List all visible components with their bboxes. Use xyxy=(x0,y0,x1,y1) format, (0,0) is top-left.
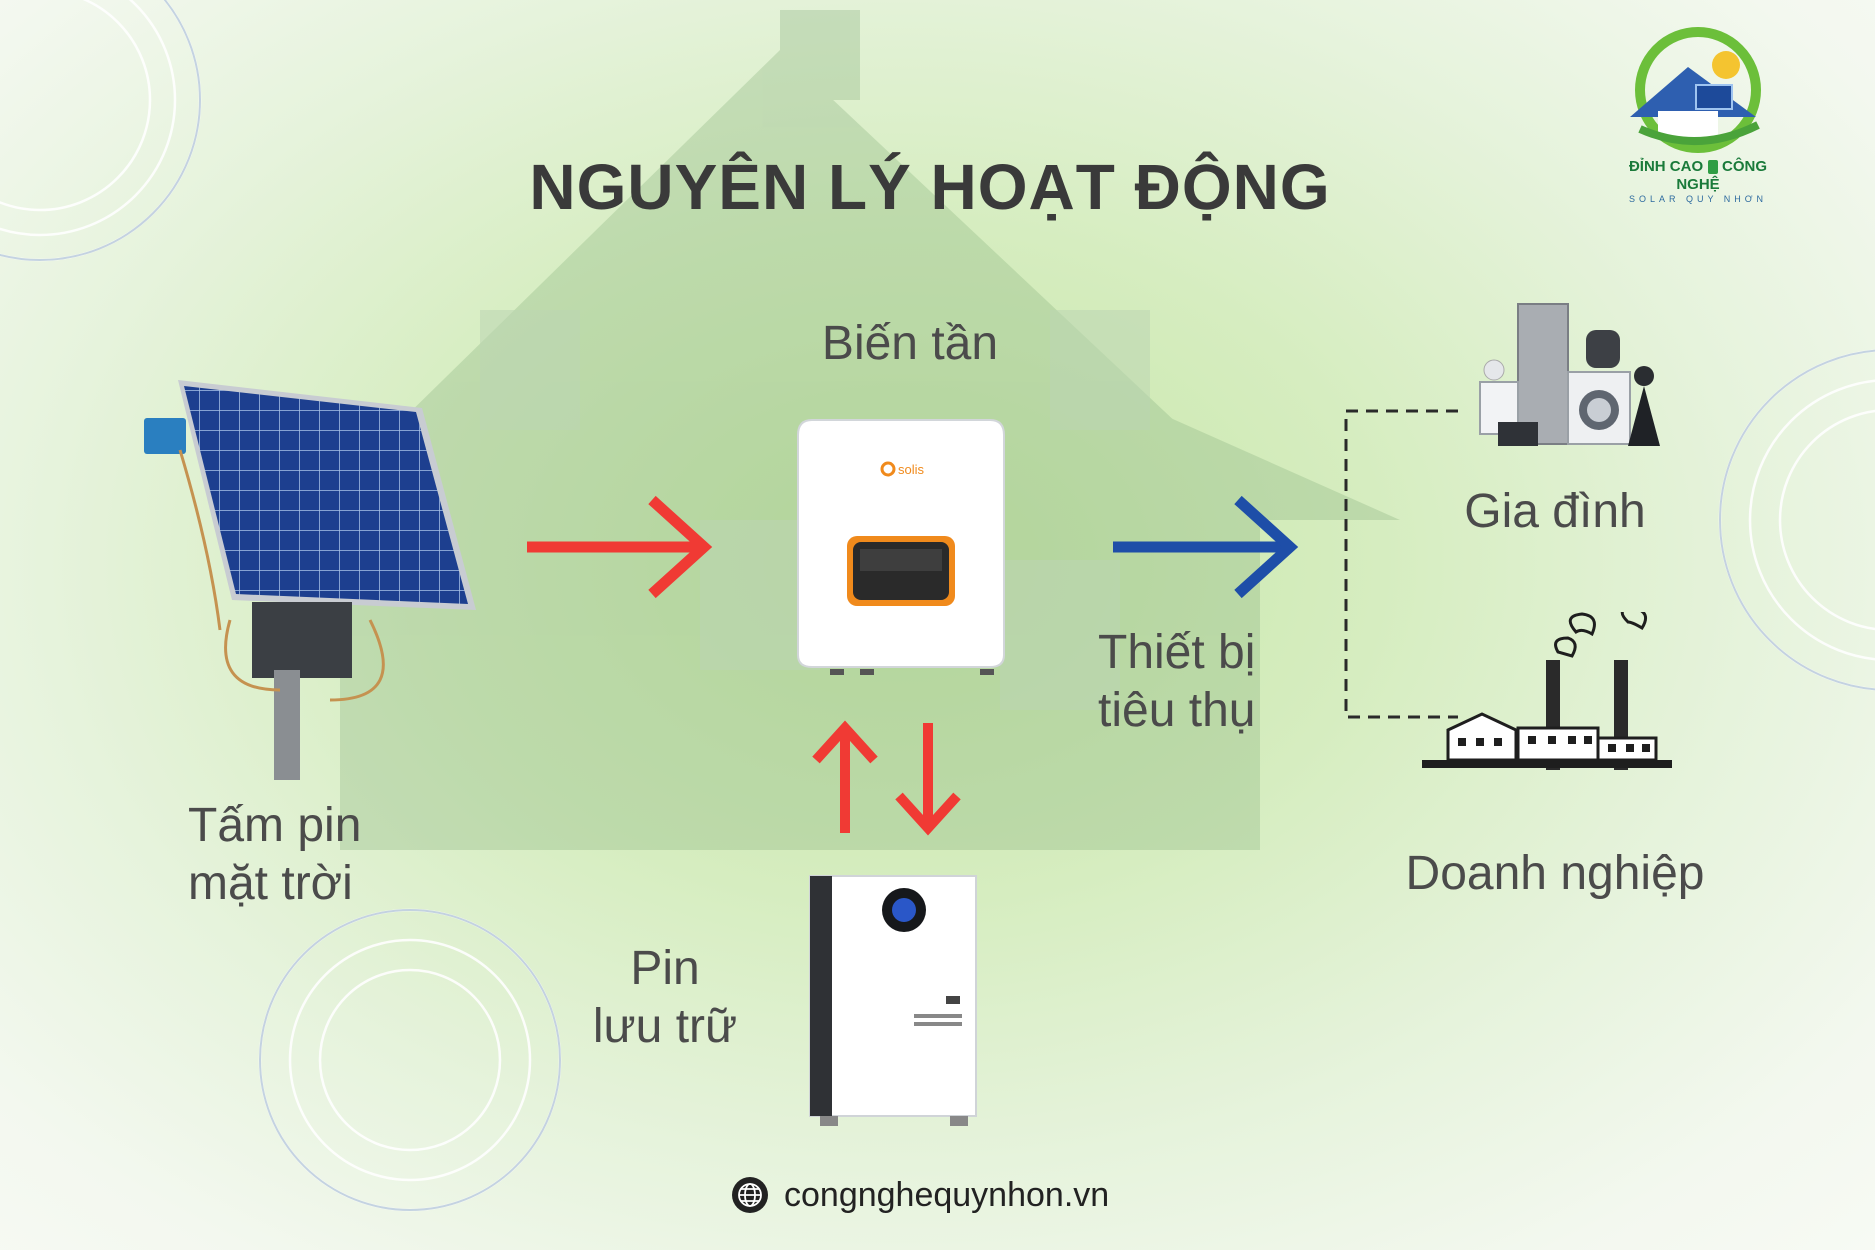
battery-icon xyxy=(809,875,977,1126)
solar-panel-label-line2: mặt trời xyxy=(188,857,353,910)
battery-label-line1: Pin xyxy=(630,942,700,995)
solar-panel-label-line1: Tấm pin xyxy=(188,799,362,852)
solar-panel-icon xyxy=(144,380,476,780)
battery-label-line2: lưu trữ xyxy=(592,1000,738,1053)
arrow-panel-to-inverter xyxy=(527,495,713,599)
solar-panel-label: Tấm pin mặt trời xyxy=(188,797,361,913)
inverter-label: Biến tần xyxy=(821,317,999,370)
inverter-icon: solis xyxy=(797,419,1005,675)
website-url[interactable]: congnghequynhon.vn xyxy=(784,1175,1110,1214)
consumers-connector xyxy=(1344,409,1458,719)
household-label: Gia đình xyxy=(1464,485,1646,538)
battery-label: Pin lưu trữ xyxy=(540,940,790,1056)
globe-icon xyxy=(732,1177,768,1213)
home-appliances-icon xyxy=(1479,303,1660,446)
business-label: Doanh nghiệp xyxy=(1405,847,1705,900)
logo-house-sun-icon xyxy=(1630,27,1761,153)
factory-icon xyxy=(1422,612,1672,770)
logo-subtitle: SOLAR QUY NHƠN xyxy=(1628,194,1768,204)
page-title: NGUYÊN LÝ HOẠT ĐỘNG xyxy=(529,151,1331,223)
consumers-label: Thiết bị tiêu thụ xyxy=(1098,624,1255,740)
battery-mini-icon xyxy=(1707,159,1718,174)
arrow-inverter-to-consumers xyxy=(1113,495,1299,599)
logo-name-right: CÔNG NGHỆ xyxy=(1676,158,1768,193)
consumers-label-line1: Thiết bị xyxy=(1098,626,1256,679)
arrow-battery-to-inverter xyxy=(812,720,878,833)
inverter-brand: solis xyxy=(898,462,925,477)
logo-name-left: ĐỈNH CAO xyxy=(1628,158,1704,175)
brand-logo: ĐỈNH CAO CÔNG NGHỆ SOLAR QUY NHƠN xyxy=(1618,25,1778,205)
website-link[interactable]: congnghequynhon.vn xyxy=(730,1170,1109,1220)
consumers-label-line2: tiêu thụ xyxy=(1098,684,1256,737)
arrow-inverter-to-battery xyxy=(895,723,961,836)
